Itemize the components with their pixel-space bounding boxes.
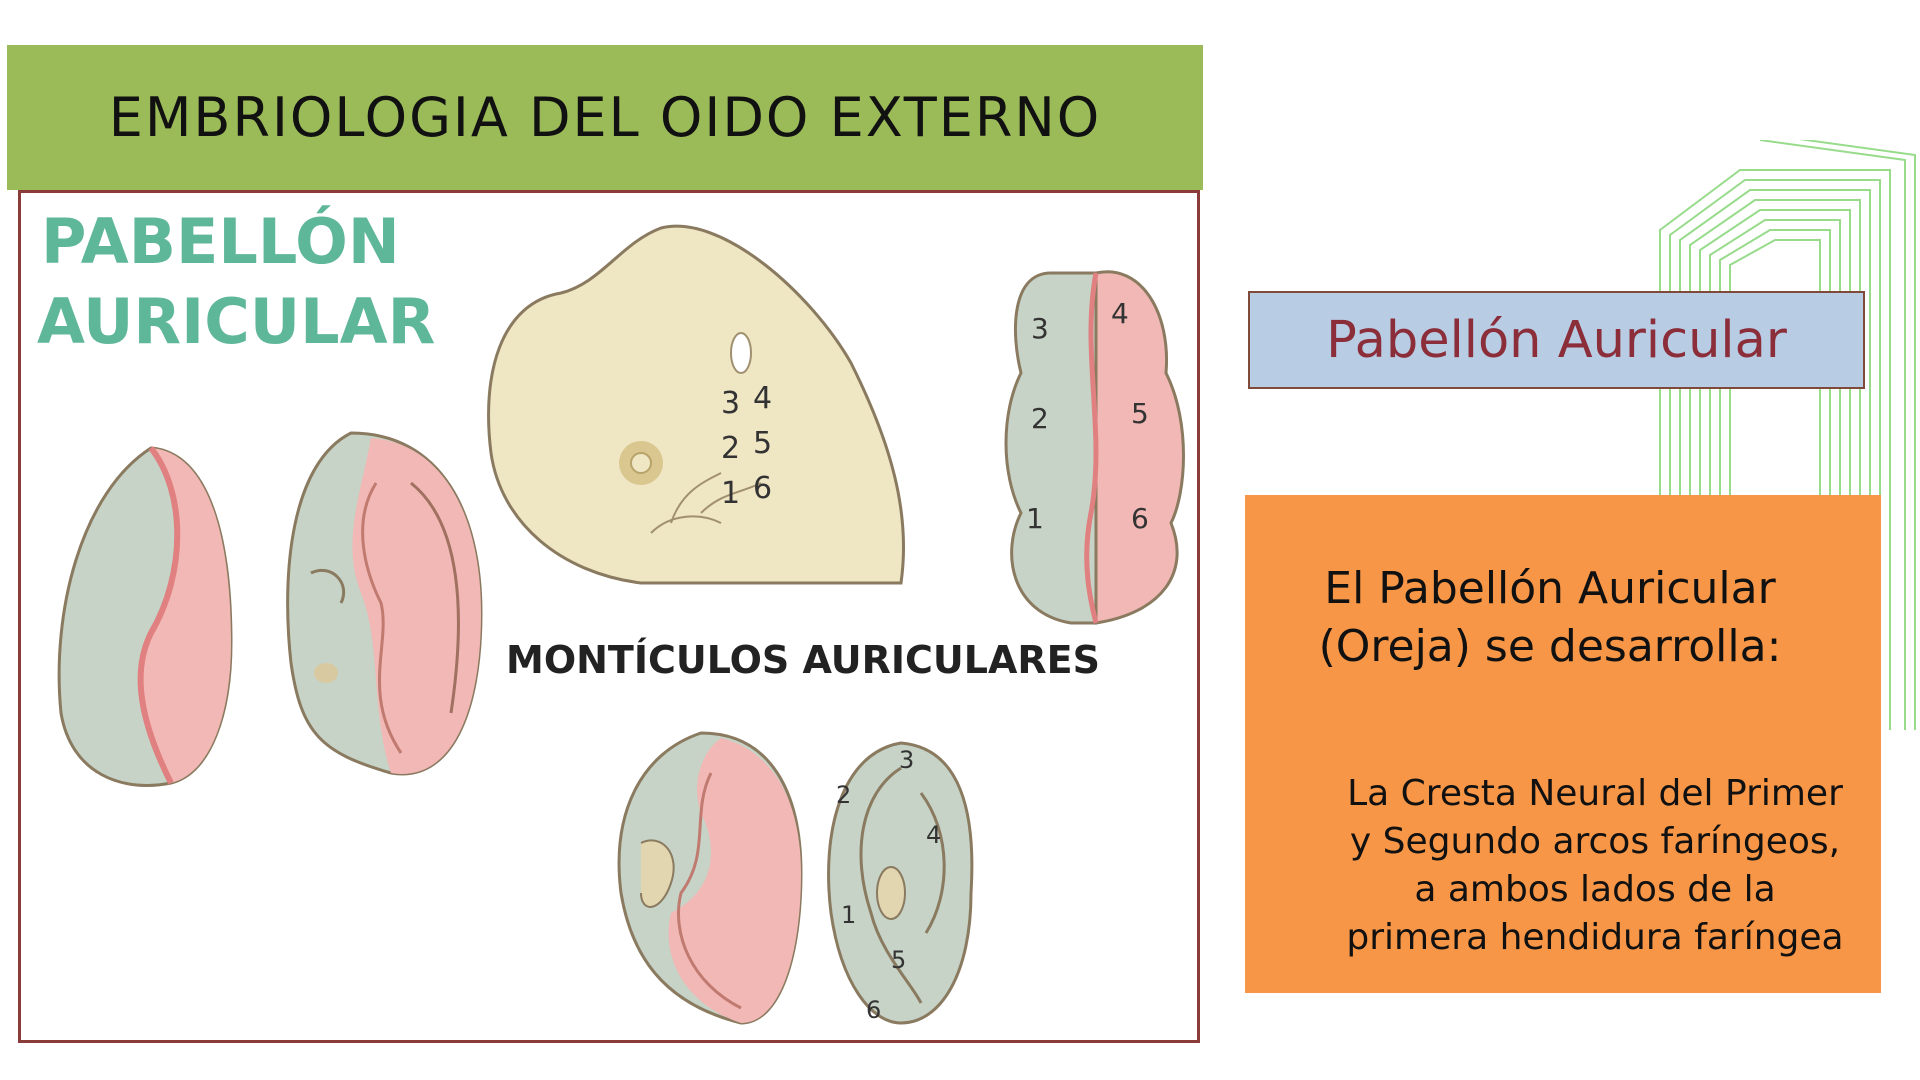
hillock-num-6: 6 <box>1131 502 1149 535</box>
embryo-num-2: 2 <box>721 431 740 466</box>
embryo-num-3: 3 <box>721 386 740 421</box>
subtitle-text: Pabellón Auricular <box>1326 310 1787 370</box>
ear-num-2: 2 <box>836 781 851 809</box>
subtitle-box: Pabellón Auricular <box>1248 291 1865 389</box>
ear-num-5: 5 <box>891 946 906 974</box>
content-box <box>1245 495 1881 993</box>
auricular-hillocks: 3 4 2 5 1 6 <box>1004 270 1185 625</box>
hillock-num-2: 2 <box>1031 402 1049 435</box>
early-ear-shape <box>57 446 233 787</box>
ear-num-3: 3 <box>899 746 914 774</box>
fetal-ear-shape <box>617 731 803 1025</box>
hillock-num-1: 1 <box>1026 502 1044 535</box>
ear-num-1: 1 <box>841 901 856 929</box>
ear-num-6: 6 <box>866 996 881 1024</box>
embryo-num-5: 5 <box>753 426 772 461</box>
content-heading: El Pabellón Auricular (Oreja) se desarro… <box>1318 563 1782 672</box>
embryo-num-6: 6 <box>753 471 772 506</box>
hillock-num-4: 4 <box>1111 297 1129 330</box>
embryo-num-1: 1 <box>721 476 740 511</box>
ear-num-4: 4 <box>926 821 941 849</box>
slide-title: EMBRIOLOGIA DEL OIDO EXTERNO <box>108 86 1102 149</box>
embryo-num-4: 4 <box>753 381 772 416</box>
illustration-frame: PABELLÓN AURICULAR 3 4 2 5 <box>18 190 1200 1043</box>
embryo-head: 3 4 2 5 1 6 <box>487 224 906 585</box>
hillock-num-5: 5 <box>1131 397 1149 430</box>
label-auricular: AURICULAR <box>37 285 435 358</box>
title-bar: EMBRIOLOGIA DEL OIDO EXTERNO <box>7 45 1203 190</box>
hillock-num-3: 3 <box>1031 312 1049 345</box>
content-body: La Cresta Neural del Primer y Segundo ar… <box>1346 773 1844 958</box>
adult-ear-shape: 3 2 4 1 5 6 <box>827 741 974 1025</box>
label-pabellon: PABELLÓN <box>41 205 400 278</box>
developing-ear-shape <box>286 431 483 776</box>
label-monticulos: MONTÍCULOS AURICULARES <box>506 638 1100 682</box>
ear-embryology-illustration: PABELLÓN AURICULAR 3 4 2 5 <box>37 205 1185 1025</box>
